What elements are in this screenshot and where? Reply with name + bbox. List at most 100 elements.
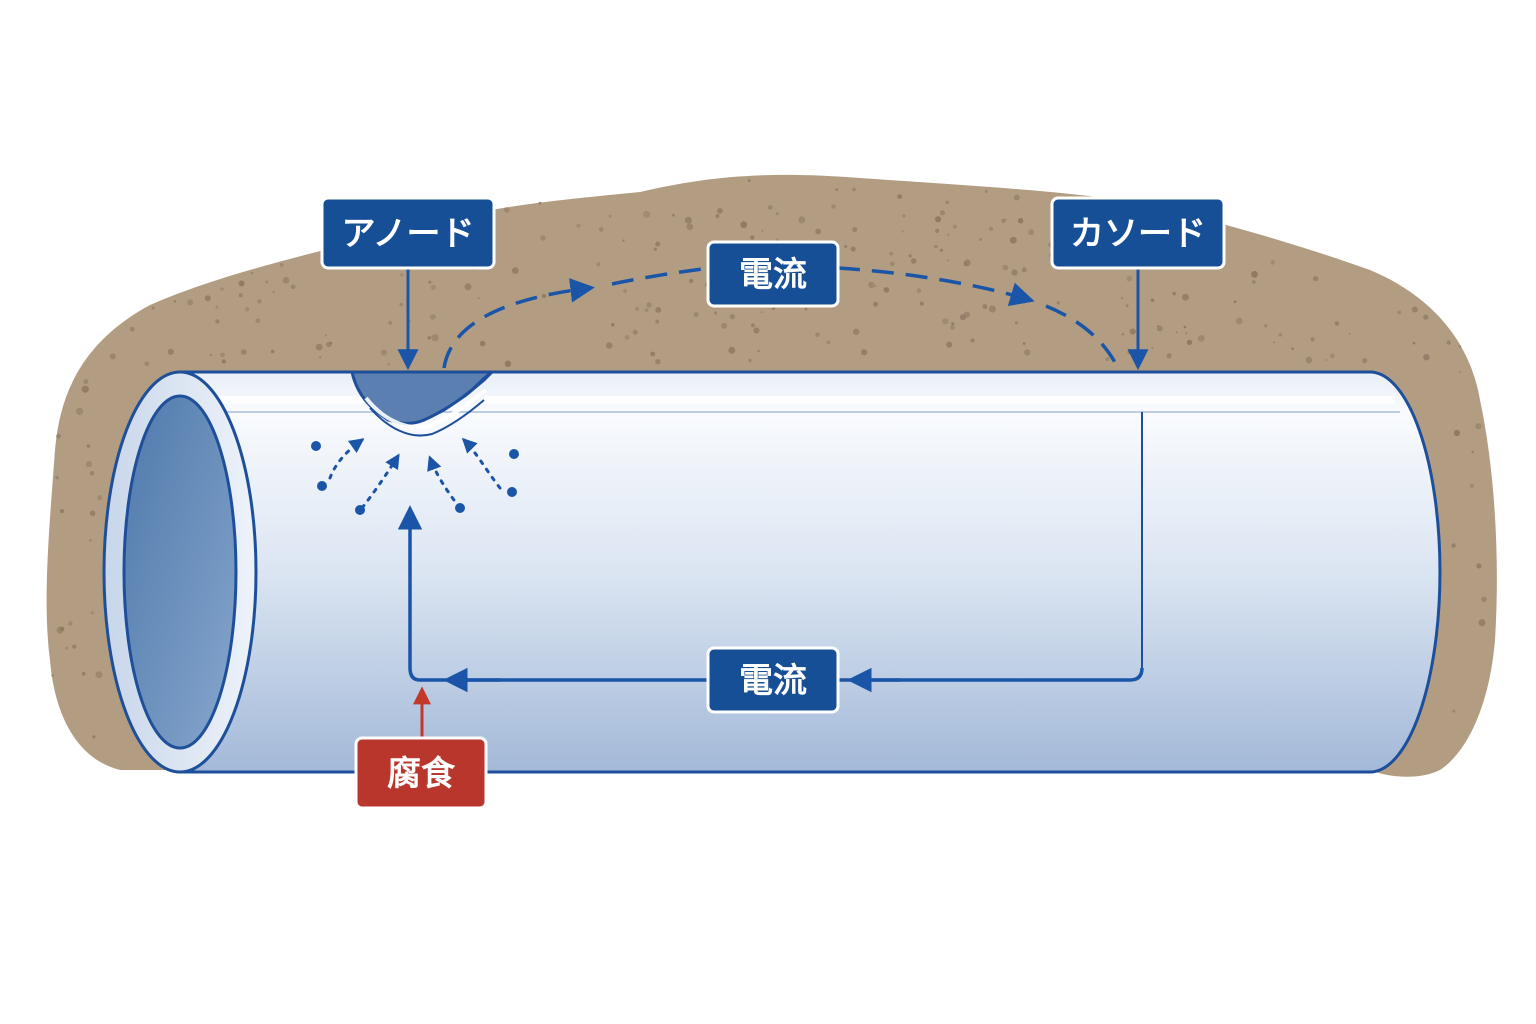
soil-speckle [86,444,91,448]
soil-speckle [504,207,510,213]
soil-speckle [632,329,638,335]
soil-speckle [761,229,764,232]
soil-speckle [984,189,988,193]
soil-current-label: 電流 [706,240,840,308]
soil-speckle [428,280,432,284]
soil-speckle [939,210,946,216]
soil-speckle [835,188,839,192]
soil-speckle [431,334,439,342]
soil-speckle [324,334,327,337]
soil-speckle [1120,297,1123,300]
soil-speckle [939,248,943,252]
soil-speckle [1278,332,1283,337]
soil-speckle [1004,218,1007,221]
soil-speckle [1181,293,1189,301]
soil-speckle [479,340,486,347]
soil-speckle [576,223,581,228]
soil-speckle [167,348,174,355]
soil-speckle [624,335,630,340]
soil-speckle [55,475,59,480]
soil-speckle [908,254,912,258]
pipe-current-label-text: 電流 [739,661,807,701]
soil-speckle [689,278,694,284]
soil-speckle [901,230,904,233]
soil-speckle [873,301,879,307]
soil-speckle [220,287,224,291]
soil-speckle [1423,314,1429,320]
corrosion-pit [350,370,497,437]
soil-speckle [51,674,55,677]
soil-speckle [1476,563,1482,569]
soil-speckle [83,379,89,384]
soil-speckle [935,216,942,223]
soil-dots [51,179,1487,739]
soil-speckle [861,349,868,356]
soil-speckle [826,340,831,345]
soil-speckle [238,280,245,287]
soil-speckle [72,644,77,649]
corrosion-label: 腐食 [354,736,488,810]
soil-current-return [1045,304,1120,369]
soil-speckle [715,214,720,218]
soil-speckle [622,239,625,242]
soil-speckle [655,306,662,313]
soil-speckle [672,214,675,217]
soil-speckle [85,461,92,468]
soil-speckle [1264,324,1268,328]
soil-speckle [250,271,254,275]
pipe-opening [122,394,238,750]
soil-speckle [1313,276,1319,282]
soil-speckle [151,306,155,310]
soil-speckle [511,267,519,274]
soil-speckle [902,214,906,218]
soil-speckle [874,285,877,288]
soil-speckle [68,621,73,626]
soil-speckle [798,216,806,224]
soil-speckle [209,353,213,357]
soil-speckle [952,224,957,229]
soil-speckle [97,495,103,501]
soil-speckle [89,471,95,476]
soil-speckle [753,327,760,334]
soil-speckle [775,238,779,241]
soil-speckle [1125,304,1129,308]
soil-speckle [220,352,225,358]
soil-speckle [540,235,546,241]
anode-label: アノード [320,196,496,270]
soil-speckle [1270,260,1275,265]
soil-speckle [504,360,512,367]
soil-speckle [1013,194,1020,201]
soil-speckle [1452,709,1456,713]
soil-speckle [272,291,275,294]
soil-speckle [56,626,64,634]
soil-speckle [464,283,472,291]
soil-speckle [319,356,322,359]
soil-speckle [655,319,660,324]
soil-speckle [92,735,96,739]
ion-dots [311,441,519,515]
soil-speckle [910,258,917,264]
soil-speckle [916,288,922,294]
soil-speckle [947,259,950,262]
soil-speckle [946,341,953,348]
soil-speckle [717,208,723,214]
soil-speckle [815,332,820,338]
soil-speckle [947,233,950,236]
soil-speckle [1478,619,1486,627]
soil-speckle [1305,356,1313,364]
soil-speckle [644,308,649,312]
soil-speckle [853,328,860,335]
soil-speckle [775,212,779,216]
soil-speckle [221,359,226,364]
soil-speckle [400,273,404,277]
soil-speckle [934,244,938,249]
soil-speckle [1011,269,1018,276]
soil-speckle [60,509,65,514]
soil-speckle [1024,349,1031,356]
soil-speckle [399,302,404,307]
soil-speckle [750,323,755,328]
soil-speckle [655,241,661,247]
soil-speckle [596,262,601,267]
cathode-label: カソード [1050,196,1226,270]
